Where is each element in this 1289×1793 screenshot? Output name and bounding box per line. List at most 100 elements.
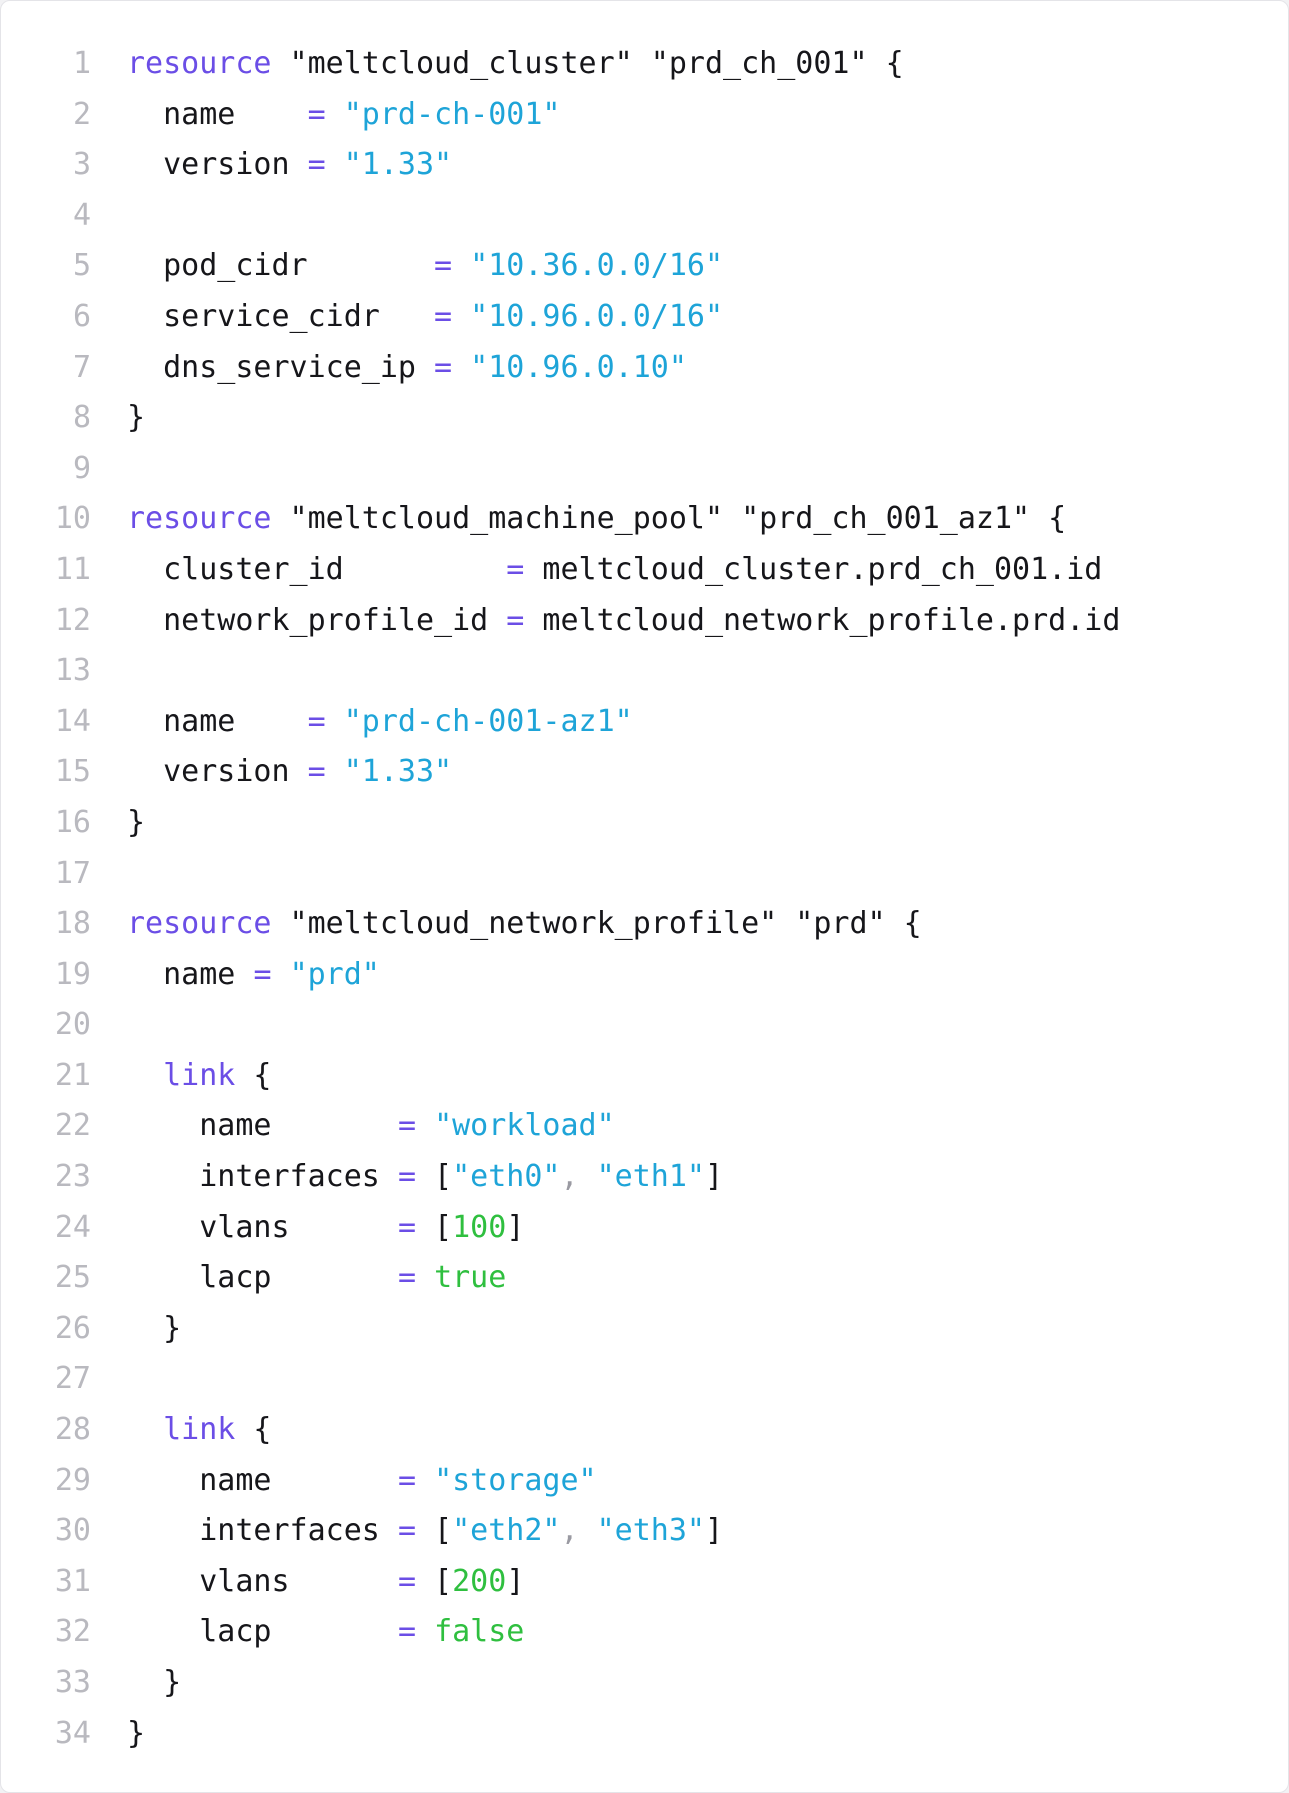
code-token-text: name bbox=[127, 703, 308, 739]
code-token-bool: true bbox=[434, 1260, 507, 1296]
code-line: 2 name = "prd-ch-001" bbox=[1, 90, 1288, 141]
code-token-kw: link bbox=[163, 1057, 236, 1093]
code-line: 25 lacp = true bbox=[1, 1253, 1288, 1304]
code-token-str: "1.33" bbox=[343, 147, 453, 183]
code-line: 14 name = "prd-ch-001-az1" bbox=[1, 697, 1288, 748]
code-token-op: = bbox=[307, 703, 326, 739]
code-line: 19 name = "prd" bbox=[1, 950, 1288, 1001]
code-token-text: { bbox=[235, 1412, 272, 1448]
code-token-text: service_cidr bbox=[127, 298, 435, 334]
code-token-text bbox=[272, 957, 290, 992]
code-token-text bbox=[326, 147, 344, 182]
code-token-kw: resource bbox=[127, 501, 272, 537]
code-line: 34} bbox=[1, 1709, 1288, 1760]
code-token-op: = bbox=[397, 1260, 416, 1296]
code-line-content: name = "prd-ch-001" bbox=[91, 90, 1288, 141]
line-number: 23 bbox=[54, 1159, 91, 1195]
code-token-bool: false bbox=[434, 1614, 525, 1650]
code-token-text: name bbox=[127, 96, 308, 132]
line-number: 4 bbox=[72, 197, 91, 233]
code-token-text: } bbox=[127, 400, 146, 436]
code-token-punct: , bbox=[560, 1159, 579, 1195]
code-token-text bbox=[416, 1614, 434, 1649]
code-token-text: lacp bbox=[127, 1260, 398, 1296]
code-line-content: resource "meltcloud_machine_pool" "prd_c… bbox=[91, 494, 1288, 545]
code-token-num: 100 bbox=[452, 1209, 507, 1245]
code-line-content: resource "meltcloud_network_profile" "pr… bbox=[91, 899, 1288, 950]
code-line-content: pod_cidr = "10.36.0.0/16" bbox=[91, 241, 1288, 292]
code-token-text bbox=[326, 97, 344, 132]
code-token-op: = bbox=[397, 1513, 416, 1549]
code-token-text: } bbox=[127, 1310, 182, 1346]
code-line: 23 interfaces = ["eth0", "eth1"] bbox=[1, 1152, 1288, 1203]
code-line: 28 link { bbox=[1, 1405, 1288, 1456]
code-token-text bbox=[416, 1463, 434, 1498]
code-token-text: ] bbox=[705, 1159, 724, 1195]
line-number: 31 bbox=[54, 1563, 91, 1599]
code-token-text bbox=[416, 1260, 434, 1295]
code-line-content: interfaces = ["eth2", "eth3"] bbox=[91, 1506, 1288, 1557]
code-token-op: = bbox=[397, 1159, 416, 1195]
line-number: 7 bbox=[72, 349, 91, 385]
code-token-text: dns_service_ip bbox=[127, 349, 435, 385]
code-line: 33 } bbox=[1, 1658, 1288, 1709]
line-number: 34 bbox=[54, 1715, 91, 1751]
code-token-text: "meltcloud_network_profile" "prd" { bbox=[271, 906, 922, 942]
code-line-content: name = "prd" bbox=[91, 950, 1288, 1001]
code-token-text: vlans bbox=[127, 1209, 398, 1245]
line-number: 2 bbox=[72, 96, 91, 132]
code-token-str: "10.96.0.10" bbox=[470, 349, 687, 385]
line-number: 14 bbox=[54, 703, 91, 739]
code-token-str: "1.33" bbox=[343, 754, 453, 790]
code-line-content: service_cidr = "10.96.0.0/16" bbox=[91, 292, 1288, 343]
line-number: 1 bbox=[72, 46, 91, 81]
code-token-text: ] bbox=[705, 1513, 724, 1549]
code-token-text bbox=[579, 1513, 597, 1548]
code-token-text: name bbox=[127, 1108, 398, 1144]
code-line-content: name = "storage" bbox=[91, 1456, 1288, 1507]
code-line-content: lacp = false bbox=[91, 1607, 1288, 1658]
code-token-str: "eth1" bbox=[596, 1159, 705, 1195]
code-line: 27 bbox=[1, 1354, 1288, 1405]
code-token-text bbox=[579, 1159, 597, 1194]
code-line-content: vlans = [100] bbox=[91, 1203, 1288, 1254]
line-number: 20 bbox=[54, 1007, 91, 1043]
code-token-text: pod_cidr bbox=[127, 248, 435, 284]
code-token-text: } bbox=[127, 804, 146, 840]
code-line-content: } bbox=[91, 798, 1288, 849]
code-token-text: [ bbox=[416, 1513, 453, 1549]
code-token-op: = bbox=[307, 754, 326, 790]
line-number: 33 bbox=[54, 1665, 91, 1700]
code-token-text: [ bbox=[416, 1563, 453, 1599]
code-token-text: { bbox=[235, 1057, 272, 1093]
line-number: 9 bbox=[72, 450, 91, 486]
code-line: 17 bbox=[1, 849, 1288, 900]
code-token-text: [ bbox=[416, 1209, 453, 1245]
code-token-op: = bbox=[307, 147, 326, 183]
code-line-content: } bbox=[91, 393, 1288, 444]
code-token-kw: resource bbox=[127, 46, 272, 81]
code-token-text: version bbox=[127, 754, 308, 790]
code-line-content: vlans = [200] bbox=[91, 1557, 1288, 1608]
code-line-content: lacp = true bbox=[91, 1253, 1288, 1304]
code-line-content: name = "workload" bbox=[91, 1101, 1288, 1152]
line-number: 10 bbox=[54, 501, 91, 537]
code-token-text: version bbox=[127, 147, 308, 183]
code-line: 11 cluster_id = meltcloud_cluster.prd_ch… bbox=[1, 545, 1288, 596]
code-token-text: name bbox=[127, 956, 254, 992]
code-token-text: interfaces bbox=[127, 1513, 398, 1549]
code-line: 12 network_profile_id = meltcloud_networ… bbox=[1, 596, 1288, 647]
code-line: 32 lacp = false bbox=[1, 1607, 1288, 1658]
code-line-content: link { bbox=[91, 1405, 1288, 1456]
code-token-op: = bbox=[506, 602, 525, 638]
code-line-content bbox=[91, 444, 1288, 495]
code-token-text bbox=[326, 704, 344, 739]
line-number: 27 bbox=[54, 1361, 91, 1397]
code-token-op: = bbox=[434, 298, 453, 334]
code-line-content: } bbox=[91, 1304, 1288, 1355]
code-token-op: = bbox=[506, 551, 525, 587]
line-number: 21 bbox=[54, 1057, 91, 1093]
code-line-content: version = "1.33" bbox=[91, 747, 1288, 798]
